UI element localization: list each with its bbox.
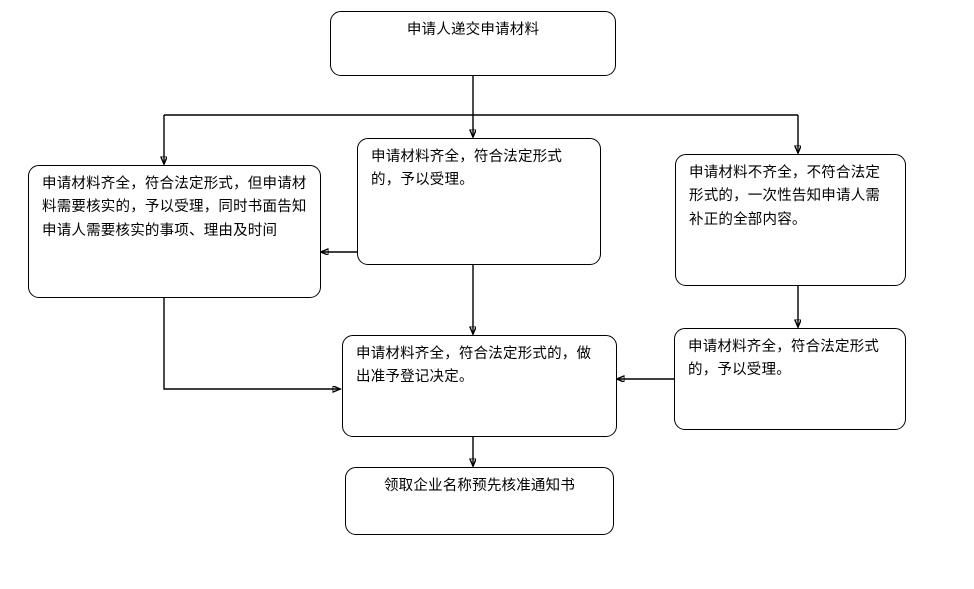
node-complete-accept-label: 申请材料齐全，符合法定形式的，予以受理。 bbox=[371, 149, 563, 189]
node-corrected-accept[interactable]: 申请材料齐全，符合法定形式的，予以受理。 bbox=[674, 328, 906, 430]
node-submit-label: 申请人递交申请材料 bbox=[406, 22, 540, 38]
node-complete-needs-verify-label: 申请材料齐全，符合法定形式，但申请材料需要核实的，予以受理，同时书面告知申请人需… bbox=[42, 176, 307, 239]
node-approve-registration-label: 申请材料齐全，符合法定形式的，做出准予登记决定。 bbox=[356, 346, 592, 386]
node-corrected-accept-label: 申请材料齐全，符合法定形式的，予以受理。 bbox=[688, 339, 880, 379]
node-approve-registration[interactable]: 申请材料齐全，符合法定形式的，做出准予登记决定。 bbox=[342, 335, 617, 437]
node-submit[interactable]: 申请人递交申请材料 bbox=[330, 11, 616, 76]
edge-complete-needs-verify-to-approve-registration bbox=[163, 298, 340, 389]
node-receive-notice[interactable]: 领取企业名称预先核准通知书 bbox=[345, 467, 614, 535]
node-complete-needs-verify[interactable]: 申请材料齐全，符合法定形式，但申请材料需要核实的，予以受理，同时书面告知申请人需… bbox=[28, 165, 321, 298]
node-complete-accept[interactable]: 申请材料齐全，符合法定形式的，予以受理。 bbox=[357, 138, 601, 265]
node-receive-notice-label: 领取企业名称预先核准通知书 bbox=[383, 478, 576, 494]
node-incomplete-notify-label: 申请材料不齐全，不符合法定形式的，一次性告知申请人需补正的全部内容。 bbox=[689, 165, 881, 228]
node-incomplete-notify[interactable]: 申请材料不齐全，不符合法定形式的，一次性告知申请人需补正的全部内容。 bbox=[675, 154, 906, 286]
